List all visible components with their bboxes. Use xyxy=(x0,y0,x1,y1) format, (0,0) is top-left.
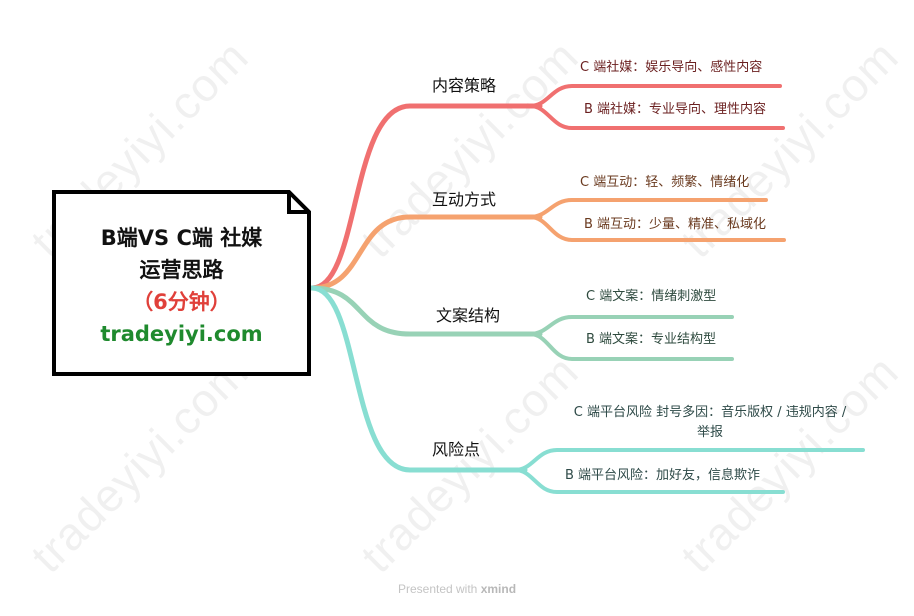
branch-topic-copywriting[interactable]: 文案结构 xyxy=(436,306,501,325)
footer-prefix: Presented with xyxy=(397,582,481,596)
branch-topic-interaction[interactable]: 互动方式 xyxy=(432,190,497,209)
branch-connector-risk xyxy=(309,285,528,473)
branch-connector-copywriting xyxy=(309,285,543,337)
presented-with-xmind: Presented with xmind xyxy=(0,582,914,596)
leaf-topic[interactable]: C 端社媒：娱乐导向、感性内容 xyxy=(580,60,763,75)
root-title-line2: 运营思路 xyxy=(139,258,224,282)
root-topic[interactable]: B端VS C端 社媒 运营思路 （6分钟） tradeyiyi.com xyxy=(52,190,311,376)
leaf-connector xyxy=(528,104,785,130)
leaf-topic[interactable]: C 端平台风险 封号多因：音乐版权 / 违规内容 / 举报 xyxy=(560,403,860,443)
leaf-connector xyxy=(528,332,734,361)
leaf-topic[interactable]: C 端文案：情绪刺激型 xyxy=(586,289,717,304)
dog-ear-fold xyxy=(287,192,309,214)
leaf-topic[interactable]: B 端互动：少量、精准、私域化 xyxy=(584,217,767,232)
branch-topic-risk[interactable]: 风险点 xyxy=(432,440,481,459)
root-title-line1: B端VS C端 社媒 xyxy=(100,226,263,250)
leaf-text-line1: C 端平台风险 封号多因：音乐版权 / 违规内容 / xyxy=(573,405,847,420)
branch-connector-content-strategy xyxy=(309,103,543,291)
leaf-connector xyxy=(513,468,785,494)
root-topic-border xyxy=(52,190,311,376)
branch-connector-interaction xyxy=(309,214,543,291)
leaf-connector xyxy=(528,215,786,242)
leaf-topic[interactable]: B 端文案：专业结构型 xyxy=(586,332,717,347)
root-site: tradeyiyi.com xyxy=(100,322,263,346)
leaf-topic[interactable]: C 端互动：轻、频繁、情绪化 xyxy=(580,175,750,190)
leaf-topic[interactable]: B 端平台风险：加好友，信息欺诈 xyxy=(565,468,761,483)
leaf-topic[interactable]: B 端社媒：专业导向、理性内容 xyxy=(584,102,767,117)
footer-brand: xmind xyxy=(480,582,517,596)
branch-topic-content-strategy[interactable]: 内容策略 xyxy=(432,76,497,95)
leaf-text-line2: 举报 xyxy=(696,425,723,440)
root-duration: （6分钟） xyxy=(132,290,231,314)
